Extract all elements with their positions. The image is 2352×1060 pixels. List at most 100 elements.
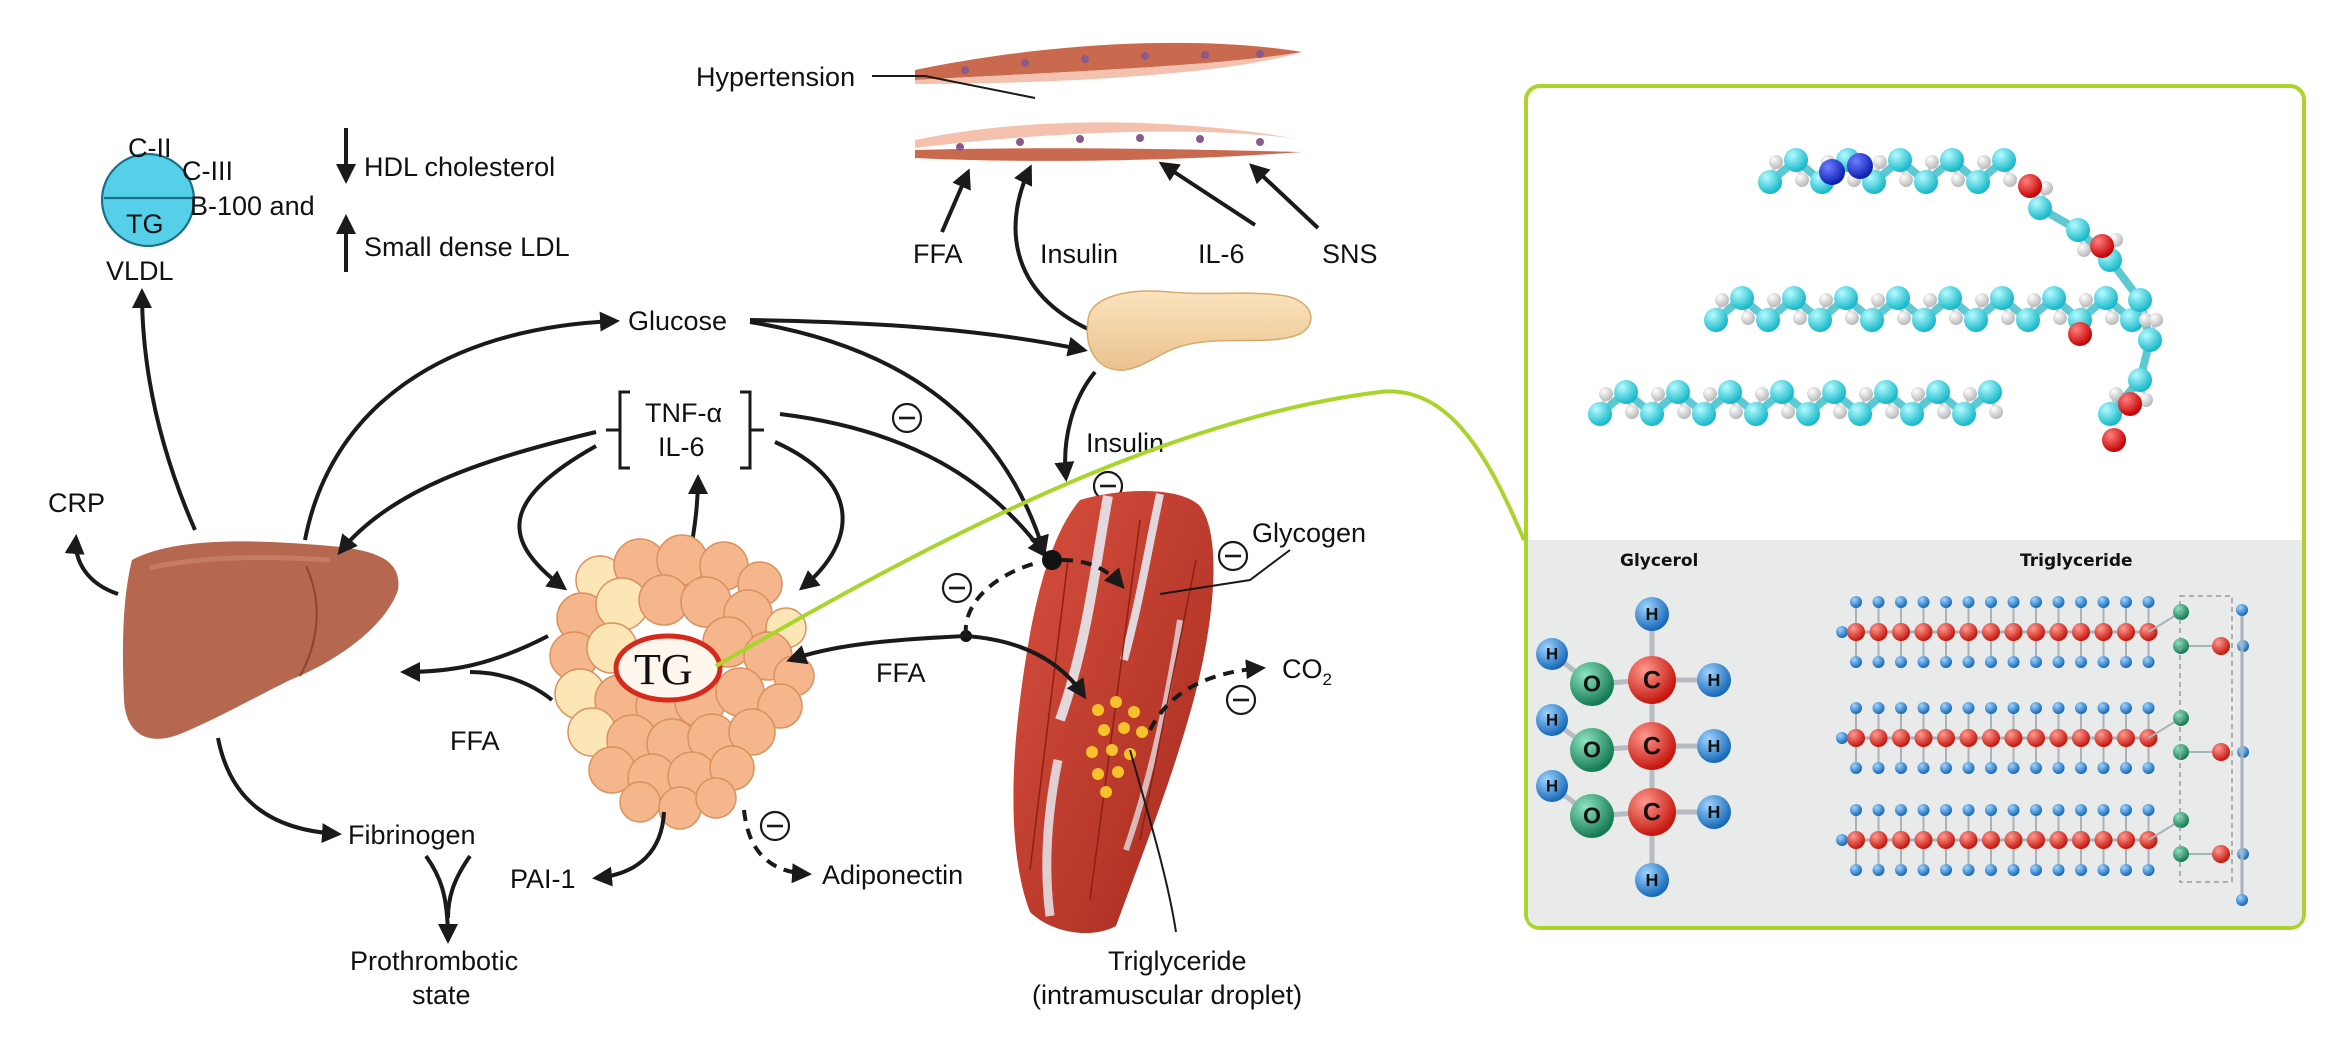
hydrogen-atom	[1850, 656, 1862, 668]
carbon-atom	[1848, 402, 1872, 426]
hydrogen-atom	[1836, 834, 1848, 846]
oxygen-atom	[2118, 392, 2142, 416]
hydrogen-atom	[1897, 311, 1911, 325]
oxygen-atom	[2173, 744, 2189, 760]
carbon-atom	[1796, 402, 1820, 426]
oxygen-atom	[2018, 174, 2042, 198]
hydrogen-atom	[2097, 702, 2110, 714]
arrow-cytokines-to-adipose-left	[517, 444, 597, 591]
hydrogen-atom	[2007, 804, 2020, 816]
carbon-atom	[1992, 148, 2016, 172]
hydrogen-atom	[1872, 596, 1885, 608]
adipose-tissue	[549, 534, 815, 830]
carbon-atom	[1982, 831, 2000, 849]
hydrogen-atom	[1917, 804, 1930, 816]
hydrogen-atom	[2001, 311, 2015, 325]
carbon-atom	[2117, 729, 2135, 747]
il6-mid-label: IL-6	[658, 432, 705, 462]
hydrogen-atom	[1899, 173, 1913, 187]
hydrogen-atom	[1872, 804, 1885, 816]
carbon-atom	[1704, 308, 1728, 332]
nitrogen-atom	[1847, 153, 1873, 179]
hydrogen-atom	[1781, 405, 1795, 419]
carbon-atom	[1937, 623, 1955, 641]
carbon-atom	[1912, 308, 1936, 332]
carbon-atom	[1718, 380, 1742, 404]
carbon-atom	[2098, 402, 2122, 426]
carbon-atom	[2049, 623, 2068, 641]
carbon-atom	[1914, 170, 1938, 194]
carbon-atom	[1900, 402, 1924, 426]
arrow-ffa-to-muscle	[965, 634, 1087, 700]
hydrogen-atom	[1859, 387, 1873, 401]
hydrogen-atom	[2052, 656, 2065, 668]
carbon-atom	[1770, 380, 1794, 404]
hydrogen-atom	[2139, 313, 2153, 327]
hydrogen-atom	[1937, 405, 1951, 419]
hydrogen-atom	[1755, 387, 1769, 401]
carbon-atom	[1886, 286, 1910, 310]
arrow-cytokines-to-muscle	[779, 412, 1048, 559]
carbon-atom	[1892, 729, 1910, 747]
hydrogen-atom	[1729, 405, 1743, 419]
insulin-top-label: Insulin	[1040, 239, 1118, 269]
carbon-atom	[1892, 831, 1910, 849]
hydrogen-atom	[2120, 596, 2132, 608]
carbon-atom	[1914, 831, 1933, 849]
hydrogen-atom	[1917, 702, 1930, 714]
arrow-liver-to-vldl	[132, 288, 197, 531]
hydrogen-atom	[2109, 387, 2123, 401]
minus-icon	[941, 572, 973, 604]
carbon-atom	[1892, 623, 1910, 641]
hydrogen-atom	[1962, 762, 1975, 774]
glucose-label: Glucose	[628, 306, 727, 336]
hydrogen-atom	[1872, 702, 1885, 714]
hydrogen-atom	[1697, 663, 1731, 697]
carbon-atom	[1588, 402, 1612, 426]
hydrogen-atom	[1911, 387, 1925, 401]
hydrogen-atom	[1985, 762, 1997, 774]
hydrogen-atom	[1940, 804, 1952, 816]
pancreas-organ	[1086, 290, 1312, 371]
hydrogen-atom	[2120, 762, 2132, 774]
carbon-atom	[1834, 286, 1858, 310]
carbon-atom	[1758, 170, 1782, 194]
hydrogen-atom	[1872, 762, 1885, 774]
hydrogen-atom	[1917, 656, 1930, 668]
carbon-atom	[2004, 623, 2023, 641]
oxygen-atom-label: O	[1583, 671, 1601, 697]
arrow-ffa-to-vessel	[940, 168, 971, 233]
hydrogen-atom	[1923, 293, 1937, 307]
hydrogen-atom	[2142, 596, 2155, 608]
oxygen-atom	[1570, 728, 1614, 772]
carbon-atom	[2028, 196, 2052, 220]
carbon-atom	[1982, 729, 2000, 747]
carbon-atom	[1869, 831, 1888, 849]
hydrogen-atom	[2003, 173, 2017, 187]
hydrogen-atom	[1940, 596, 1952, 608]
carbon-atom	[1628, 722, 1676, 770]
arrow-to-co2	[1148, 659, 1266, 731]
hydrogen-atom	[1917, 762, 1930, 774]
arrow-cytokines-to-adipose-right	[774, 440, 845, 591]
carbon-atom	[2094, 831, 2113, 849]
insulin-mid-label: Insulin	[1086, 428, 1164, 458]
oxygen-atom	[2102, 428, 2126, 452]
hydrogen-atom	[1985, 804, 1997, 816]
hydrogen-atom	[1951, 173, 1965, 187]
hydrogen-atom	[2007, 596, 2020, 608]
hydrogen-atom	[2052, 864, 2065, 876]
hydrogen-atom	[2139, 393, 2153, 407]
carbon-atom	[2094, 623, 2113, 641]
triglyceride-3d-molecule	[1588, 148, 2163, 452]
carbon-atom	[1744, 402, 1768, 426]
carbon-atom	[1847, 831, 1865, 849]
junction-dot	[1042, 550, 1062, 570]
carbon-atom	[1990, 286, 2014, 310]
carbon-atom	[1847, 729, 1865, 747]
carbon-atom	[1978, 380, 2002, 404]
hydrogen-atom	[2030, 804, 2042, 816]
carbon-atom	[2120, 308, 2144, 332]
